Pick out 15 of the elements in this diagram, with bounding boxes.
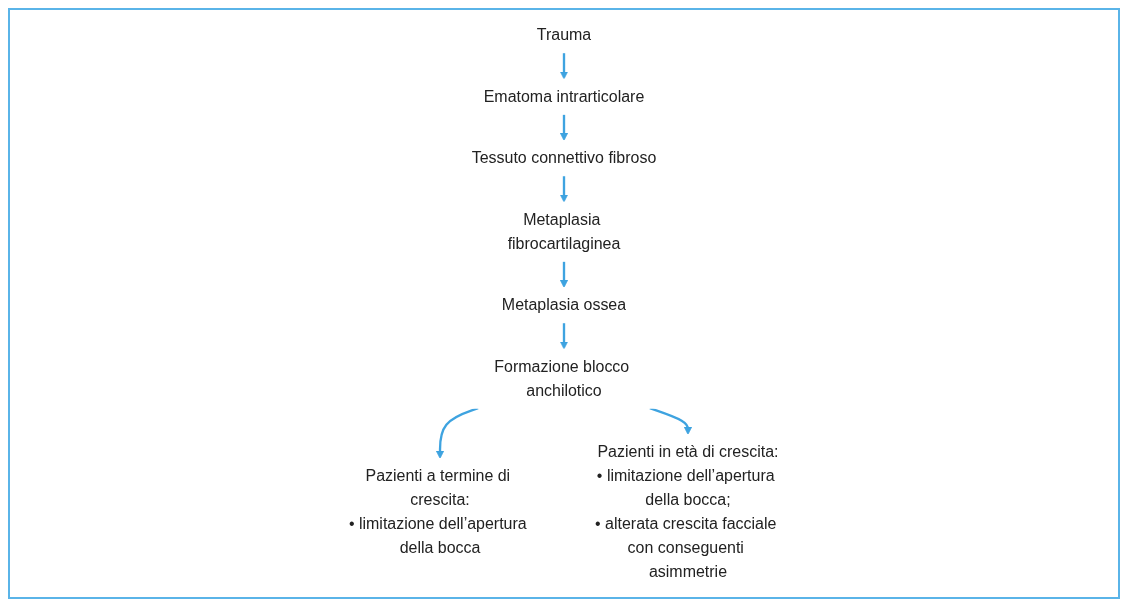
node-text: Metaplasia fibrocartilaginea — [507, 210, 621, 253]
arrow — [649, 407, 693, 435]
arrow — [435, 407, 479, 459]
arrow — [559, 175, 569, 203]
node-text: Trauma — [536, 25, 592, 44]
arrow — [559, 261, 569, 288]
node-text: Metaplasia ossea — [501, 295, 627, 314]
arrow — [559, 114, 569, 141]
node-text: Pazienti a termine di crescita: • limitazione dell’apertura della bocca — [348, 466, 527, 557]
node-text: Tessuto connettivo fibroso — [471, 149, 657, 167]
arrow — [559, 52, 569, 80]
node-text: Formazione blocco anchilotico — [494, 357, 630, 400]
node-text: Ematoma intrarticolare — [483, 87, 645, 106]
arrow — [559, 322, 569, 350]
node-text: Pazienti in età di crescita: • limitazione dell’apertura della bocca; • alterata crescita facciale con conseguenti asimmetrie — [595, 442, 779, 581]
